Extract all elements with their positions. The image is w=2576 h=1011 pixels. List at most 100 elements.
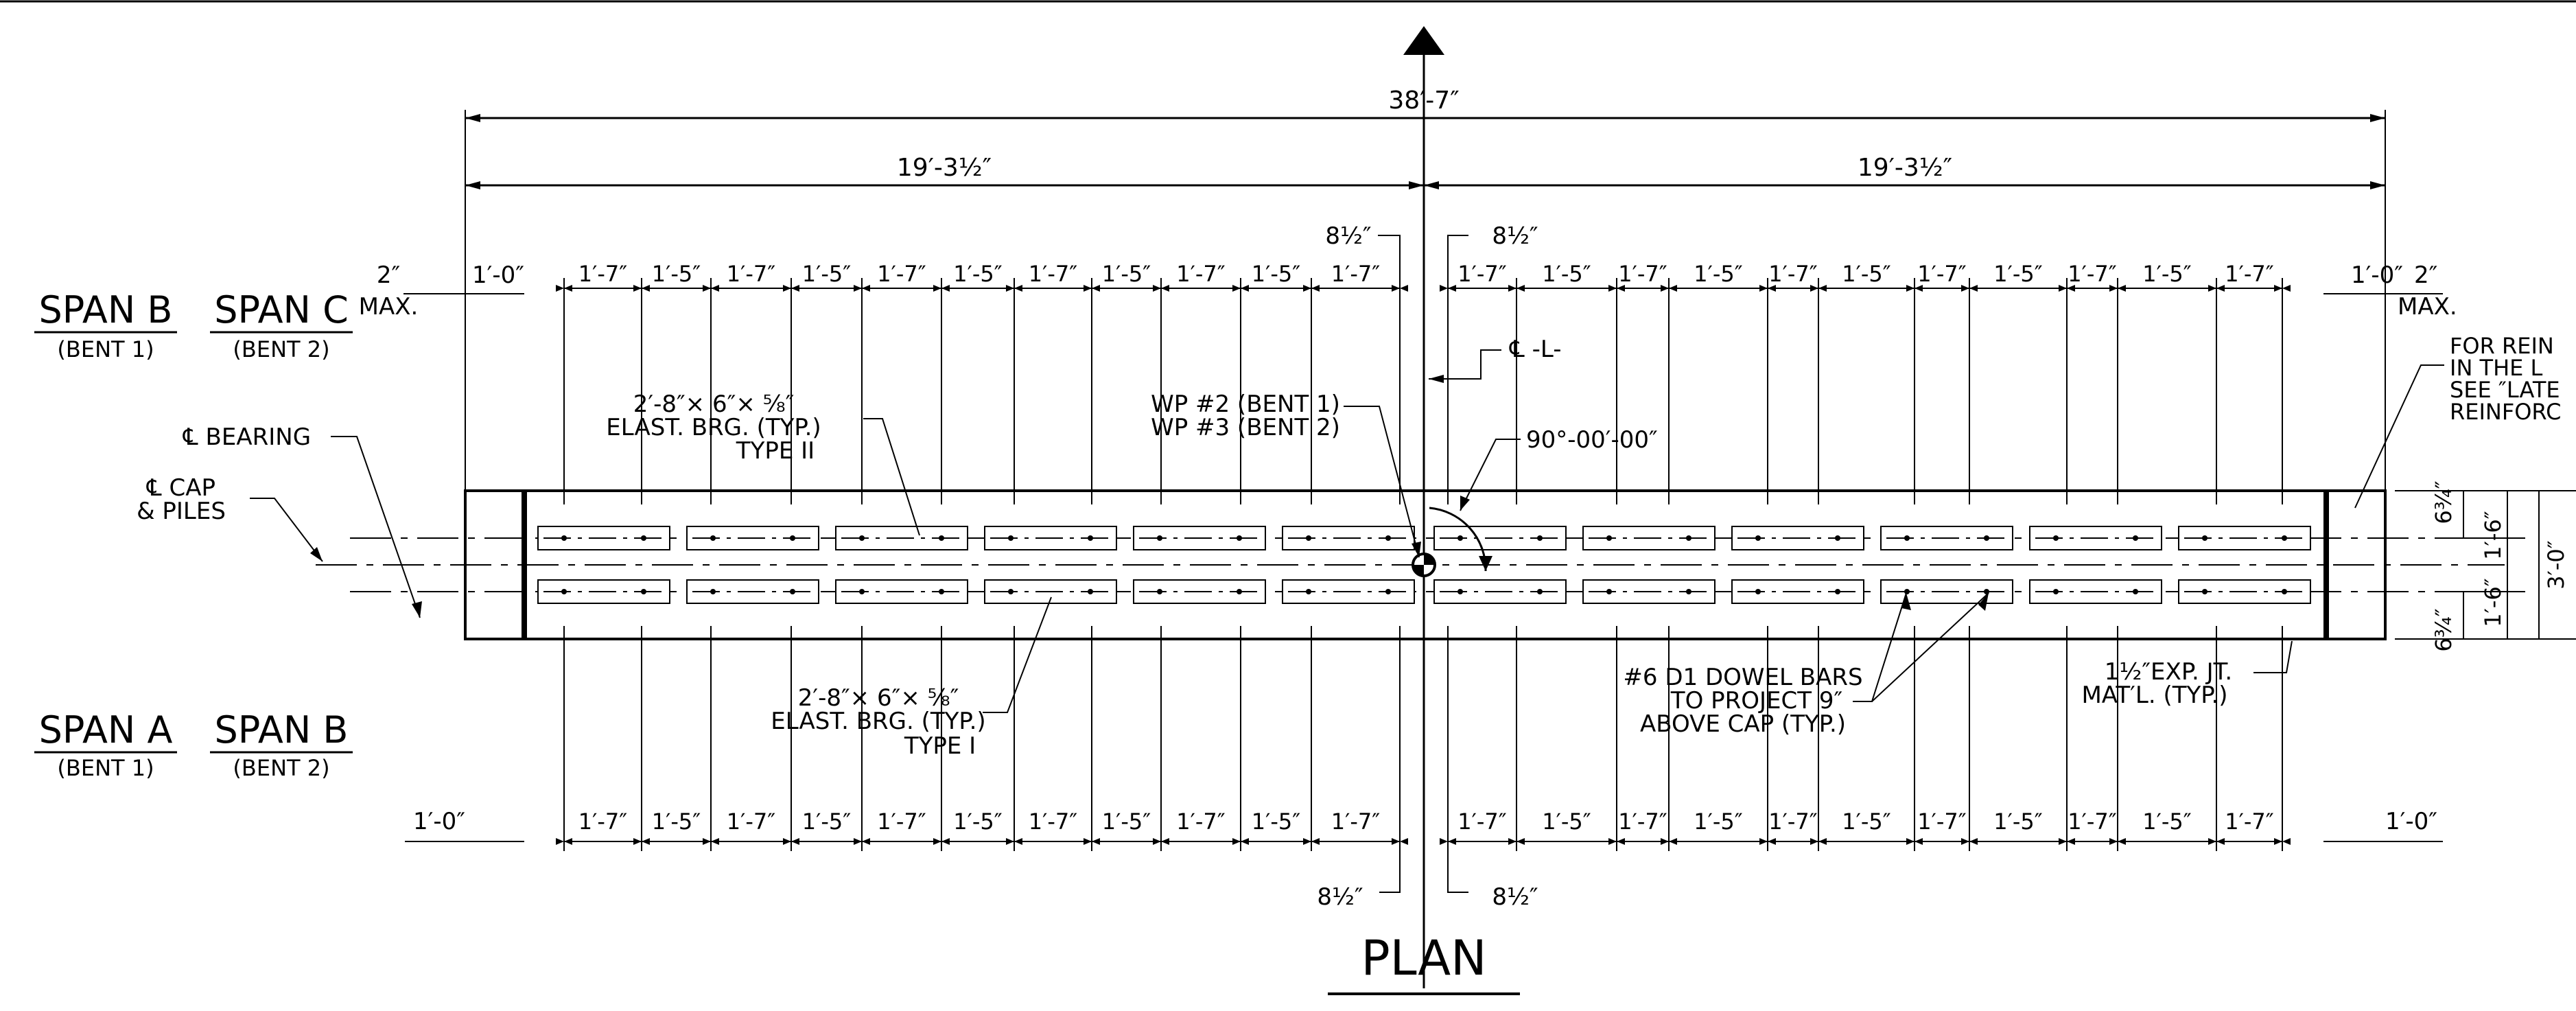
cl-l-label: ℄ -L-: [1509, 336, 1562, 363]
plan-title: PLAN: [1328, 930, 1520, 995]
spacing-top-left-5: 1′-5″: [953, 261, 1003, 287]
bearing-top-right-1: [1582, 526, 1716, 550]
dowel-callout: #6 D1 DOWEL BARS TO PROJECT 9″ ABOVE CAP…: [1623, 592, 1989, 738]
bearing-bottom-left-4: [1133, 579, 1266, 604]
bearing-top-left-3: [984, 526, 1117, 550]
cap-depth-dimensions: 6¾″ 1′-6″ 1′-6″ 6¾″ 3′-0″: [2395, 480, 2576, 652]
edge-two-inch-right: 2″: [2414, 262, 2437, 289]
bearing-top-right-0: [1433, 526, 1567, 550]
reinforcing-note: FOR REIN IN THE L SEE ″LATE REINFORC: [2354, 333, 2561, 509]
spacing-top-left-7: 1′-5″: [1102, 261, 1151, 287]
exp-jt-line1: 1½″EXP. JT.: [2105, 658, 2232, 686]
bearing-top-left-5: [1282, 526, 1415, 550]
pier-cap: [316, 489, 2505, 640]
bearing-bottom-right-2: [1731, 579, 1864, 604]
spacing-bottom-left-9: 1′-5″: [1252, 809, 1301, 835]
half-inch-right-bottom-label: 8½″: [1492, 883, 1538, 911]
dowel-line2: TO PROJECT 9″: [1670, 687, 1842, 714]
angle-callout: 90°-00′-00″: [1460, 426, 1658, 511]
spacing-top-right-3: 1′-5″: [1694, 261, 1743, 287]
spacing-bottom-right-5: 1′-5″: [1842, 809, 1891, 835]
exp-joint-callout: 1½″EXP. JT. MAT′L. (TYP.): [2081, 640, 2293, 709]
brg-type2-line2: ELAST. BRG. (TYP.): [606, 414, 821, 441]
spacing-bottom-right-6: 1′-7″: [1917, 809, 1967, 835]
spacing-bottom-right-10: 1′-7″: [2225, 809, 2274, 835]
half-inch-left-bottom-label: 8½″: [1317, 883, 1363, 911]
edge-one-foot-right-top: 1′-0″: [2351, 262, 2403, 289]
angle-label: 90°-00′-00″: [1526, 426, 1658, 454]
spacing-bottom-right-4: 1′-7″: [1768, 809, 1818, 835]
brg-type2-line3: TYPE II: [736, 437, 815, 465]
bearing-top-left-0: [537, 526, 670, 550]
span-bottom-left-title: SPAN A: [39, 708, 173, 752]
span-top-left-title: SPAN B: [39, 288, 173, 332]
cl-cap-label-1: ℄ CAP: [146, 474, 215, 502]
bearing-bottom-right-5: [2178, 579, 2311, 604]
spacing-top-right-6: 1′-7″: [1917, 261, 1967, 287]
bearing-bottom-right-3: [1880, 579, 2013, 604]
reinf-line4: REINFORC: [2450, 399, 2561, 425]
edge-max-left: MAX.: [359, 293, 419, 321]
brg-type1-line2: ELAST. BRG. (TYP.): [771, 708, 985, 735]
spacing-bottom-right-8: 1′-7″: [2068, 809, 2117, 835]
spacing-top-right-10: 1′-7″: [2225, 261, 2274, 287]
spacing-bottom-right-2: 1′-7″: [1618, 809, 1667, 835]
cap-total: 3′-0″: [2543, 540, 2569, 590]
spacing-top-right-9: 1′-5″: [2142, 261, 2192, 287]
bearing-top-left-4: [1133, 526, 1266, 550]
edge-one-foot-left-bottom: 1′-0″: [413, 808, 465, 835]
spacing-bottom-right-9: 1′-5″: [2142, 809, 2192, 835]
spacing-bottom-left-0: 1′-7″: [578, 809, 628, 835]
spacing-top-left-8: 1′-7″: [1176, 261, 1226, 287]
span-bottom-right-title: SPAN B: [215, 708, 349, 752]
bearing-top-right-3: [1880, 526, 2013, 550]
bearing-bottom-left-1: [686, 579, 819, 604]
span-labels-bottom: SPAN A (BENT 1) SPAN B (BENT 2): [34, 708, 353, 781]
spacing-bottom-left-7: 1′-5″: [1102, 809, 1151, 835]
bearing-bottom-left-3: [984, 579, 1117, 604]
span-top-right-sub: (BENT 2): [233, 336, 329, 362]
edge-max-right: MAX.: [2398, 293, 2457, 321]
spacing-top-left-10: 1′-7″: [1331, 261, 1381, 287]
half-dim-right-label: 19′-3½″: [1858, 154, 1952, 182]
span-bottom-left-sub: (BENT 1): [57, 755, 154, 781]
plan-title-text: PLAN: [1361, 930, 1486, 986]
spacing-top-left-4: 1′-7″: [877, 261, 926, 287]
cap-lower: 1′-6″: [2480, 578, 2506, 627]
half-inch-top: 8½″ 8½″: [1325, 222, 1538, 288]
brg-type2-line1: 2′-8″× 6″× ⅝″: [633, 391, 795, 418]
wp-label-1: WP #2 (BENT 1): [1151, 391, 1340, 418]
spacing-top-right-7: 1′-5″: [1993, 261, 2043, 287]
edge-one-foot-left-top: 1′-0″: [472, 262, 524, 289]
spacing-top-left-2: 1′-7″: [727, 261, 776, 287]
cl-cap-callout: ℄ CAP & PILES: [137, 474, 323, 562]
wp-label-2: WP #3 (BENT 2): [1151, 414, 1340, 441]
reinf-line3: SEE ″LATE: [2450, 377, 2560, 403]
spacing-top-left-0: 1′-7″: [578, 261, 628, 287]
spacing-bottom-left-3: 1′-5″: [802, 809, 852, 835]
span-labels-top: SPAN B (BENT 1) SPAN C (BENT 2): [34, 288, 353, 362]
spacing-top-left-1: 1′-5″: [652, 261, 701, 287]
bearing-type1-callout: 2′-8″× 6″× ⅝″ ELAST. BRG. (TYP.) TYPE I: [771, 596, 1052, 760]
angle-arc: [1429, 507, 1492, 572]
span-bottom-right-sub: (BENT 2): [233, 755, 329, 781]
span-top-left-sub: (BENT 1): [57, 336, 154, 362]
spacing-top-right-1: 1′-5″: [1542, 261, 1591, 287]
spacing-bottom-left-2: 1′-7″: [727, 809, 776, 835]
spacing-top-right-8: 1′-7″: [2068, 261, 2117, 287]
edge-dims-bottom: 1′-0″ 1′-0″: [405, 808, 2443, 842]
half-dim-left-label: 19′-3½″: [897, 154, 992, 182]
exp-joint-right: [2323, 491, 2329, 639]
bearings: [537, 526, 2311, 604]
spacing-top-left-9: 1′-5″: [1252, 261, 1301, 287]
bearing-top-right-4: [2029, 526, 2162, 550]
spacing-bottom-left-1: 1′-5″: [652, 809, 701, 835]
bearing-top-right-5: [2178, 526, 2311, 550]
spacing-top-right-2: 1′-7″: [1618, 261, 1667, 287]
bearing-bottom-left-0: [537, 579, 670, 604]
spacing-bottom-left-8: 1′-7″: [1176, 809, 1226, 835]
brg-type1-line3: TYPE I: [904, 732, 976, 760]
spacing-top-right-0: 1′-7″: [1457, 261, 1507, 287]
half-dimensions: 19′-3½″ 19′-3½″: [465, 154, 2385, 189]
